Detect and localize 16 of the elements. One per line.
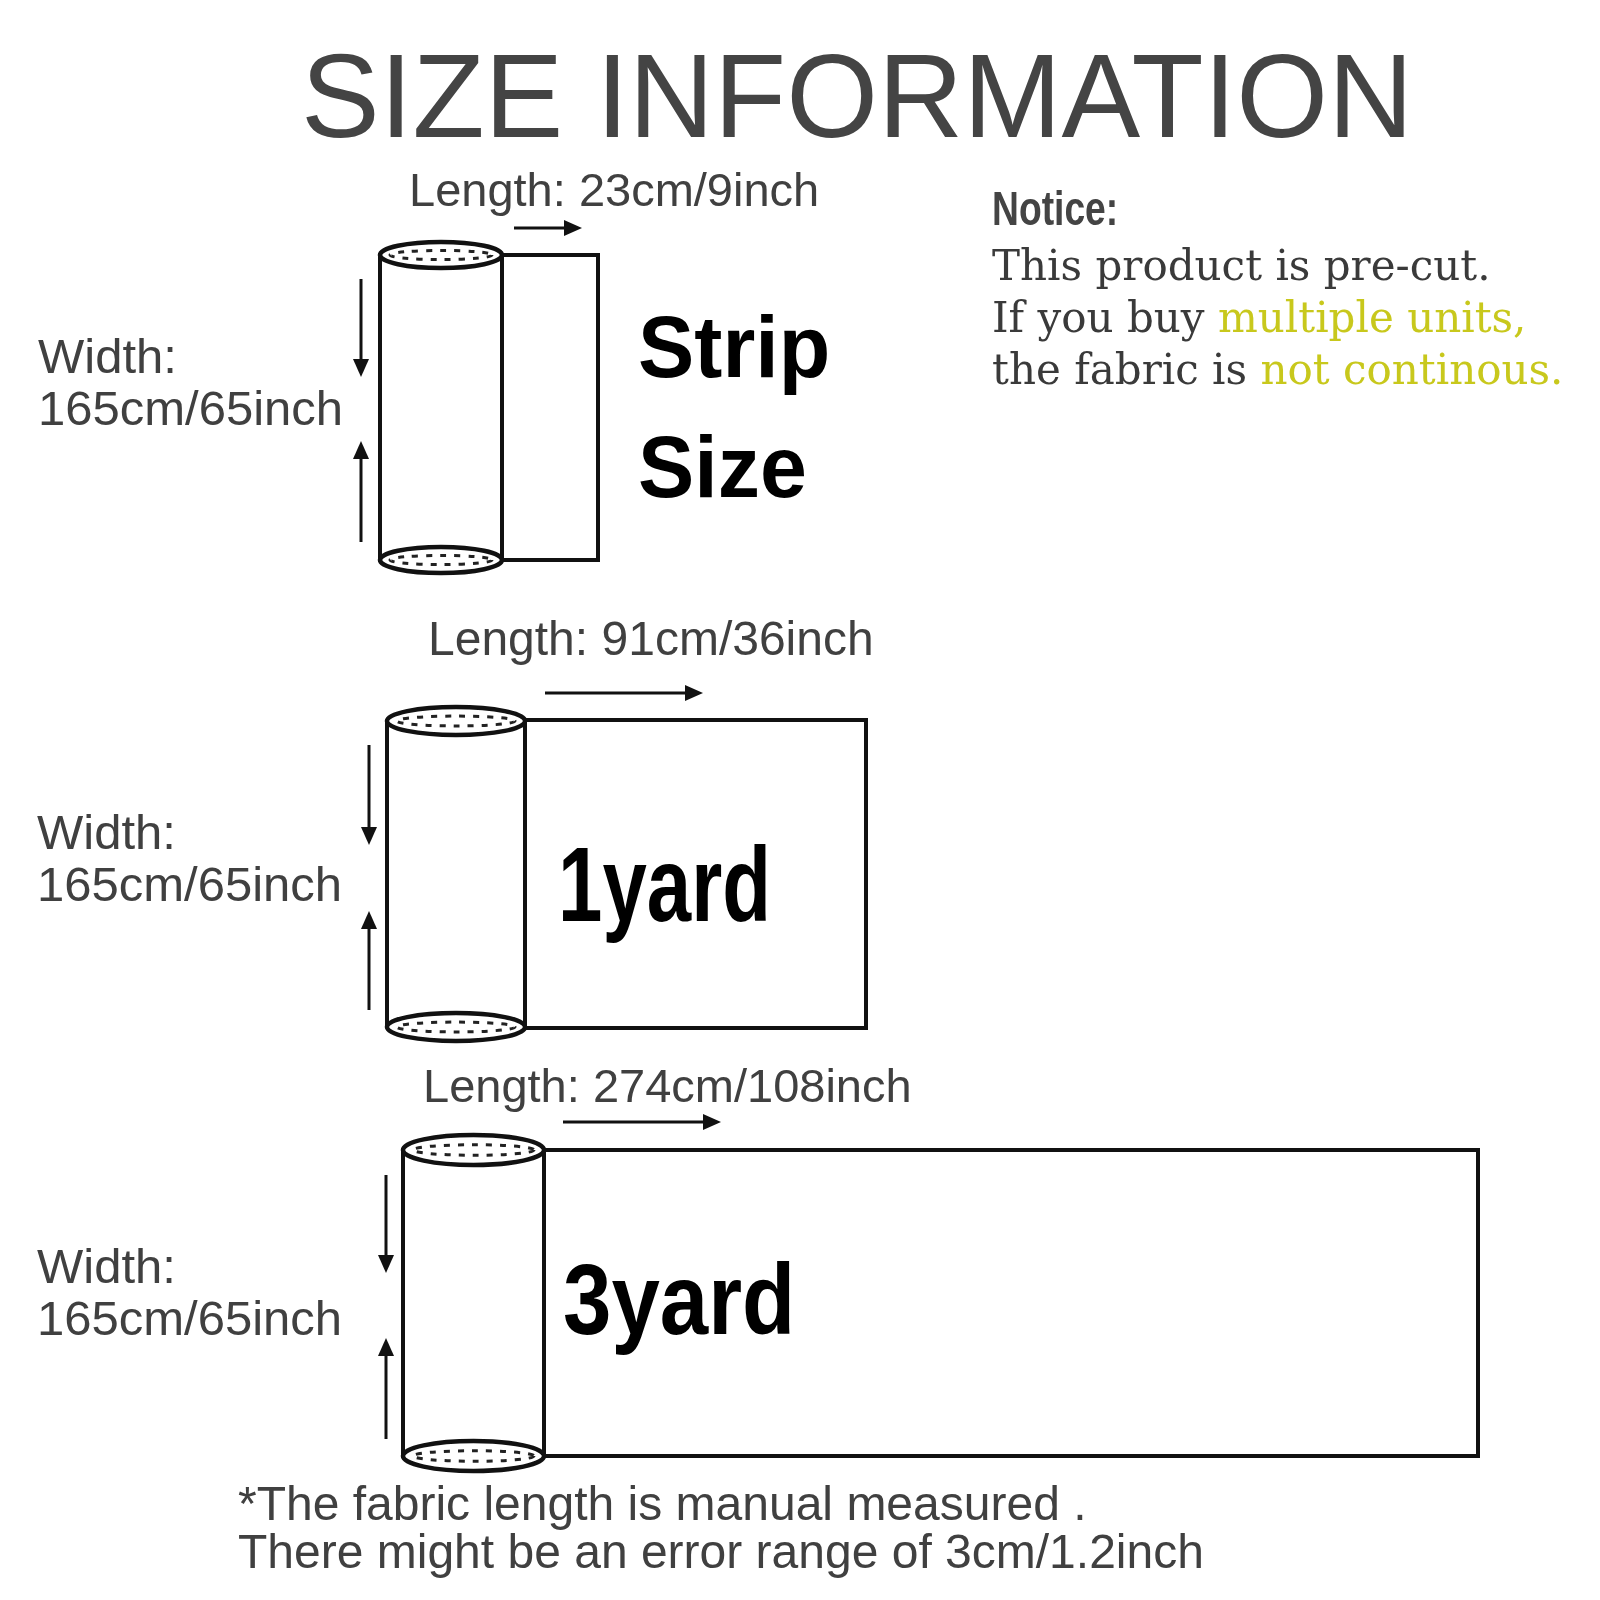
size-label: 3yard xyxy=(563,1242,796,1357)
size-label: Strip Size xyxy=(638,297,831,517)
size-label: 1yard xyxy=(558,825,771,945)
dimension-label: Length: 274cm/108inch xyxy=(423,1059,912,1113)
notice-text: This product is pre-cut. If you buy multiple units, the fabric is not continous. xyxy=(992,240,1564,396)
page-title: SIZE INFORMATION xyxy=(301,36,1414,156)
fabric-panel xyxy=(500,253,600,562)
dimension-label: Length: 91cm/36inch xyxy=(428,612,874,666)
dimension-label: Width: 165cm/65inch xyxy=(38,330,344,434)
fabric-panel xyxy=(542,1148,1480,1458)
dimension-label: Length: 23cm/9inch xyxy=(409,163,820,217)
fabric-panel xyxy=(523,718,868,1030)
dimension-label: Width: 165cm/65inch xyxy=(37,1240,343,1344)
dimension-label: Width: 165cm/65inch xyxy=(37,806,343,910)
footnote-text: *The fabric length is manual measured . There might be an error range of 3cm/1.2inch xyxy=(238,1480,1204,1576)
notice-heading: Notice: xyxy=(992,180,1119,236)
